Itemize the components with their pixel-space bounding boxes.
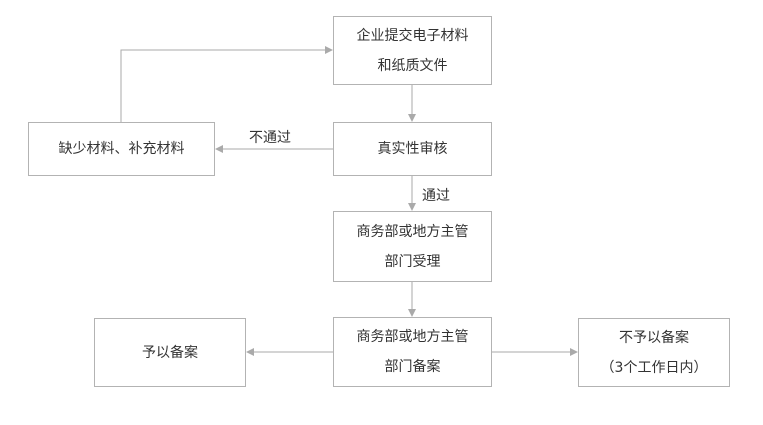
node-accept-line2: 部门受理 <box>384 253 441 270</box>
node-reject-line2: （3个工作日内） <box>600 359 708 376</box>
node-record-line1: 商务部或地方主管 <box>356 329 469 345</box>
node-submit-line2: 和纸质文件 <box>377 57 448 74</box>
node-accept-line1: 商务部或地方主管 <box>356 223 469 240</box>
arrow-supplement-to-submit <box>120 46 333 122</box>
node-authenticity-review: 真实性审核 <box>333 122 492 176</box>
node-supplement-line1: 缺少材料、补充材料 <box>58 141 185 157</box>
node-supplement-materials: 缺少材料、补充材料 <box>28 122 215 176</box>
node-approve-line1: 予以备案 <box>142 344 198 361</box>
edge-label-fail: 不通过 <box>249 130 291 146</box>
node-record: 商务部或地方主管 部门备案 <box>333 317 492 387</box>
node-record-line2: 部门备案 <box>384 359 441 375</box>
edge-label-pass: 通过 <box>422 188 450 204</box>
node-reject-line1: 不予以备案 <box>619 329 689 346</box>
node-approve: 予以备案 <box>94 318 246 387</box>
node-accept: 商务部或地方主管 部门受理 <box>333 211 492 282</box>
node-submit-line1: 企业提交电子材料 <box>356 27 469 44</box>
node-reject: 不予以备案 （3个工作日内） <box>578 318 730 387</box>
node-verify-line1: 真实性审核 <box>377 141 448 157</box>
node-submit-materials: 企业提交电子材料 和纸质文件 <box>333 16 492 85</box>
